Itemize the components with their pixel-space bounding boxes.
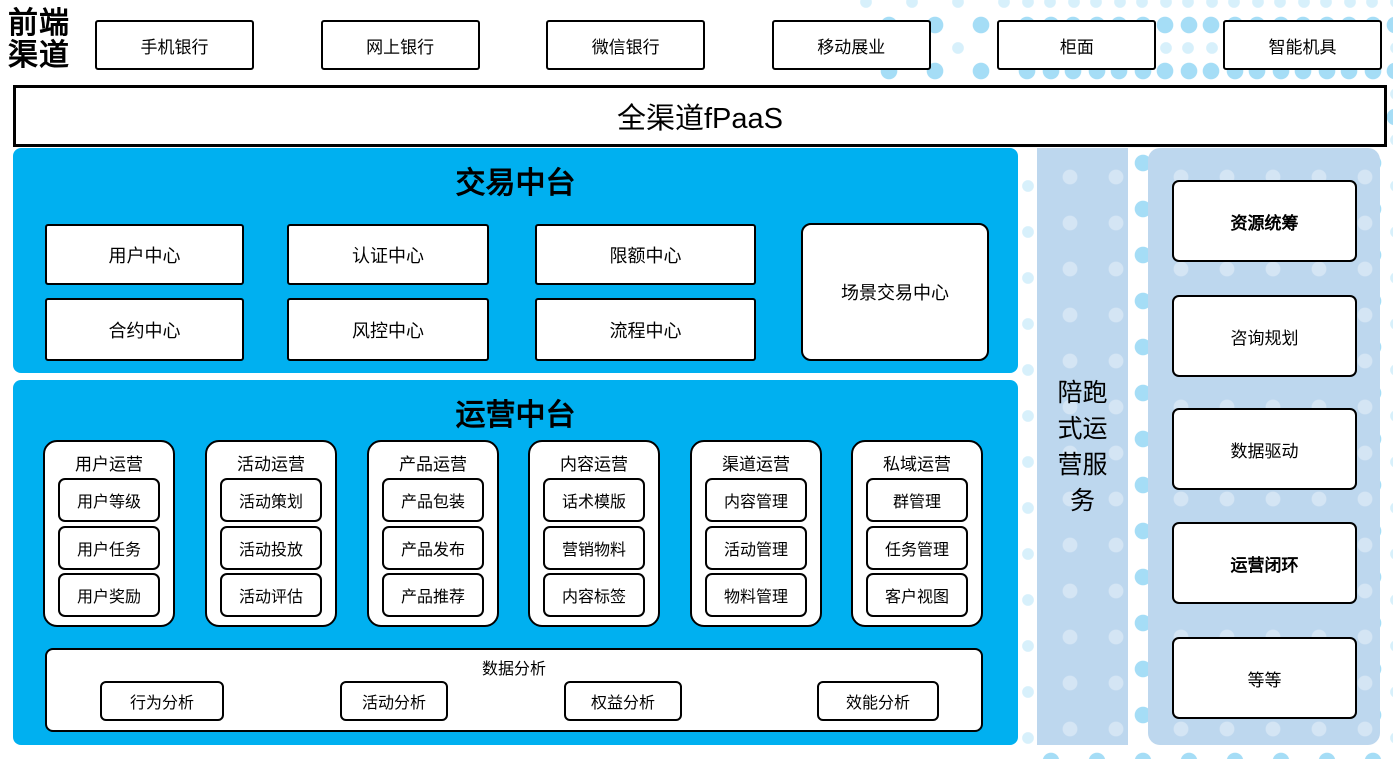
ops-column-private-domain: 私域运营 群管理 任务管理 客户视图 bbox=[851, 440, 983, 627]
ops-item: 群管理 bbox=[866, 478, 968, 522]
ops-item: 活动策划 bbox=[220, 478, 322, 522]
data-analysis-title: 数据分析 bbox=[481, 661, 546, 678]
service-box-data-driven: 数据驱动 bbox=[1172, 408, 1357, 490]
channel-box-wechat-banking: 微信银行 bbox=[546, 20, 706, 70]
service-box-resource: 资源统筹 bbox=[1172, 180, 1357, 262]
ops-item: 产品发布 bbox=[382, 526, 484, 570]
operation-platform-title: 运营中台 bbox=[455, 399, 576, 432]
service-box-consulting: 咨询规划 bbox=[1172, 295, 1357, 377]
channel-box-online-banking: 网上银行 bbox=[320, 20, 480, 70]
ops-item: 营销物料 bbox=[543, 526, 645, 570]
service-panel: 资源统筹 咨询规划 数据驱动 运营闭环 等等 bbox=[1148, 148, 1380, 745]
ops-item: 用户等级 bbox=[58, 478, 160, 522]
trade-platform-panel: 交易中台 用户中心 认证中心 限额中心 合约中心 风控中心 流程中心 场景交易中… bbox=[13, 148, 1018, 373]
fpaas-bar-label: 全渠道fPaaS bbox=[617, 103, 783, 135]
ops-column-title: 渠道运营 bbox=[722, 455, 790, 474]
accompany-service-bar: 陪跑式运营服务 bbox=[1037, 148, 1128, 745]
center-box-risk: 风控中心 bbox=[287, 298, 489, 361]
ops-item: 内容管理 bbox=[705, 478, 807, 522]
ops-item: 用户任务 bbox=[58, 526, 160, 570]
front-channel-row: 手机银行 网上银行 微信银行 移动展业 柜面 智能机具 bbox=[95, 20, 1382, 70]
center-box-limit: 限额中心 bbox=[535, 224, 756, 285]
analysis-box-efficiency: 效能分析 bbox=[817, 681, 939, 721]
channel-box-mobile-sales: 移动展业 bbox=[771, 20, 931, 70]
analysis-box-behavior: 行为分析 bbox=[100, 681, 224, 721]
ops-item: 话术模版 bbox=[543, 478, 645, 522]
center-box-user: 用户中心 bbox=[45, 224, 244, 285]
ops-item: 用户奖励 bbox=[58, 573, 160, 617]
ops-column-channel: 渠道运营 内容管理 活动管理 物料管理 bbox=[690, 440, 822, 627]
fpaas-bar: 全渠道fPaaS bbox=[13, 85, 1387, 147]
ops-item: 内容标签 bbox=[543, 573, 645, 617]
ops-item: 活动投放 bbox=[220, 526, 322, 570]
ops-item: 物料管理 bbox=[705, 573, 807, 617]
service-box-etc: 等等 bbox=[1172, 637, 1357, 719]
data-analysis-container: 数据分析 行为分析 活动分析 权益分析 效能分析 bbox=[45, 648, 983, 732]
ops-item: 任务管理 bbox=[866, 526, 968, 570]
ops-item: 活动管理 bbox=[705, 526, 807, 570]
ops-column-activity: 活动运营 活动策划 活动投放 活动评估 bbox=[205, 440, 337, 627]
ops-column-title: 活动运营 bbox=[237, 455, 305, 474]
trade-platform-title: 交易中台 bbox=[455, 167, 576, 200]
center-box-process: 流程中心 bbox=[535, 298, 756, 361]
ops-item: 客户视图 bbox=[866, 573, 968, 617]
accompany-service-label: 陪跑式运营服务 bbox=[1057, 378, 1108, 515]
ops-item: 产品推荐 bbox=[382, 573, 484, 617]
ops-column-content: 内容运营 话术模版 营销物料 内容标签 bbox=[528, 440, 660, 627]
ops-column-title: 内容运营 bbox=[560, 455, 628, 474]
channel-box-smart-devices: 智能机具 bbox=[1222, 20, 1382, 70]
ops-column-product: 产品运营 产品包装 产品发布 产品推荐 bbox=[367, 440, 499, 627]
channel-box-mobile-banking: 手机银行 bbox=[95, 20, 254, 70]
channel-box-counter: 柜面 bbox=[997, 20, 1157, 70]
center-box-contract: 合约中心 bbox=[45, 298, 244, 361]
ops-column-title: 私域运营 bbox=[883, 455, 951, 474]
analysis-box-rights: 权益分析 bbox=[564, 681, 682, 721]
front-channels-label: 前端渠道 bbox=[8, 7, 70, 72]
ops-column-title: 产品运营 bbox=[399, 455, 467, 474]
ops-item: 产品包装 bbox=[382, 478, 484, 522]
center-box-auth: 认证中心 bbox=[287, 224, 489, 285]
ops-item: 活动评估 bbox=[220, 573, 322, 617]
ops-column-title: 用户运营 bbox=[75, 455, 143, 474]
analysis-box-activity: 活动分析 bbox=[340, 681, 448, 721]
operation-platform-panel: 运营中台 用户运营 用户等级 用户任务 用户奖励 活动运营 活动策划 活动投放 … bbox=[13, 380, 1018, 745]
service-box-closed-loop: 运营闭环 bbox=[1172, 522, 1357, 604]
ops-column-user: 用户运营 用户等级 用户任务 用户奖励 bbox=[43, 440, 175, 627]
center-box-scene-trade: 场景交易中心 bbox=[801, 223, 989, 361]
